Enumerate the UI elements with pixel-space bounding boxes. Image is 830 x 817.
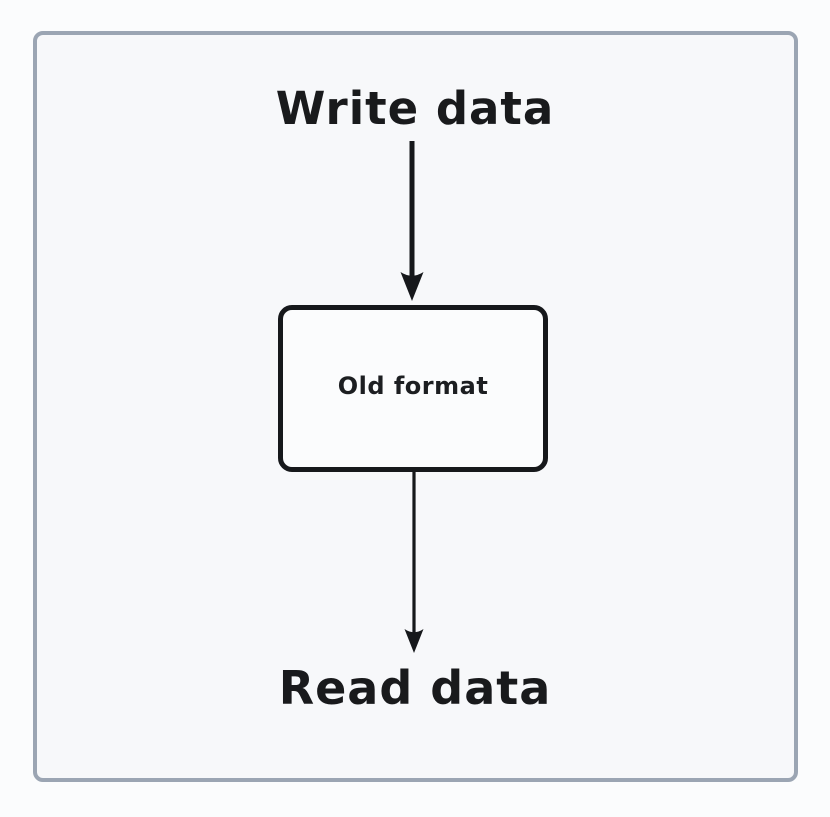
node-old-format[interactable]: Old format: [278, 305, 548, 472]
node-label-old-format: Old format: [337, 371, 489, 400]
node-label-read-data: Read data: [278, 661, 552, 715]
node-label-write-data: Write data: [275, 82, 555, 135]
